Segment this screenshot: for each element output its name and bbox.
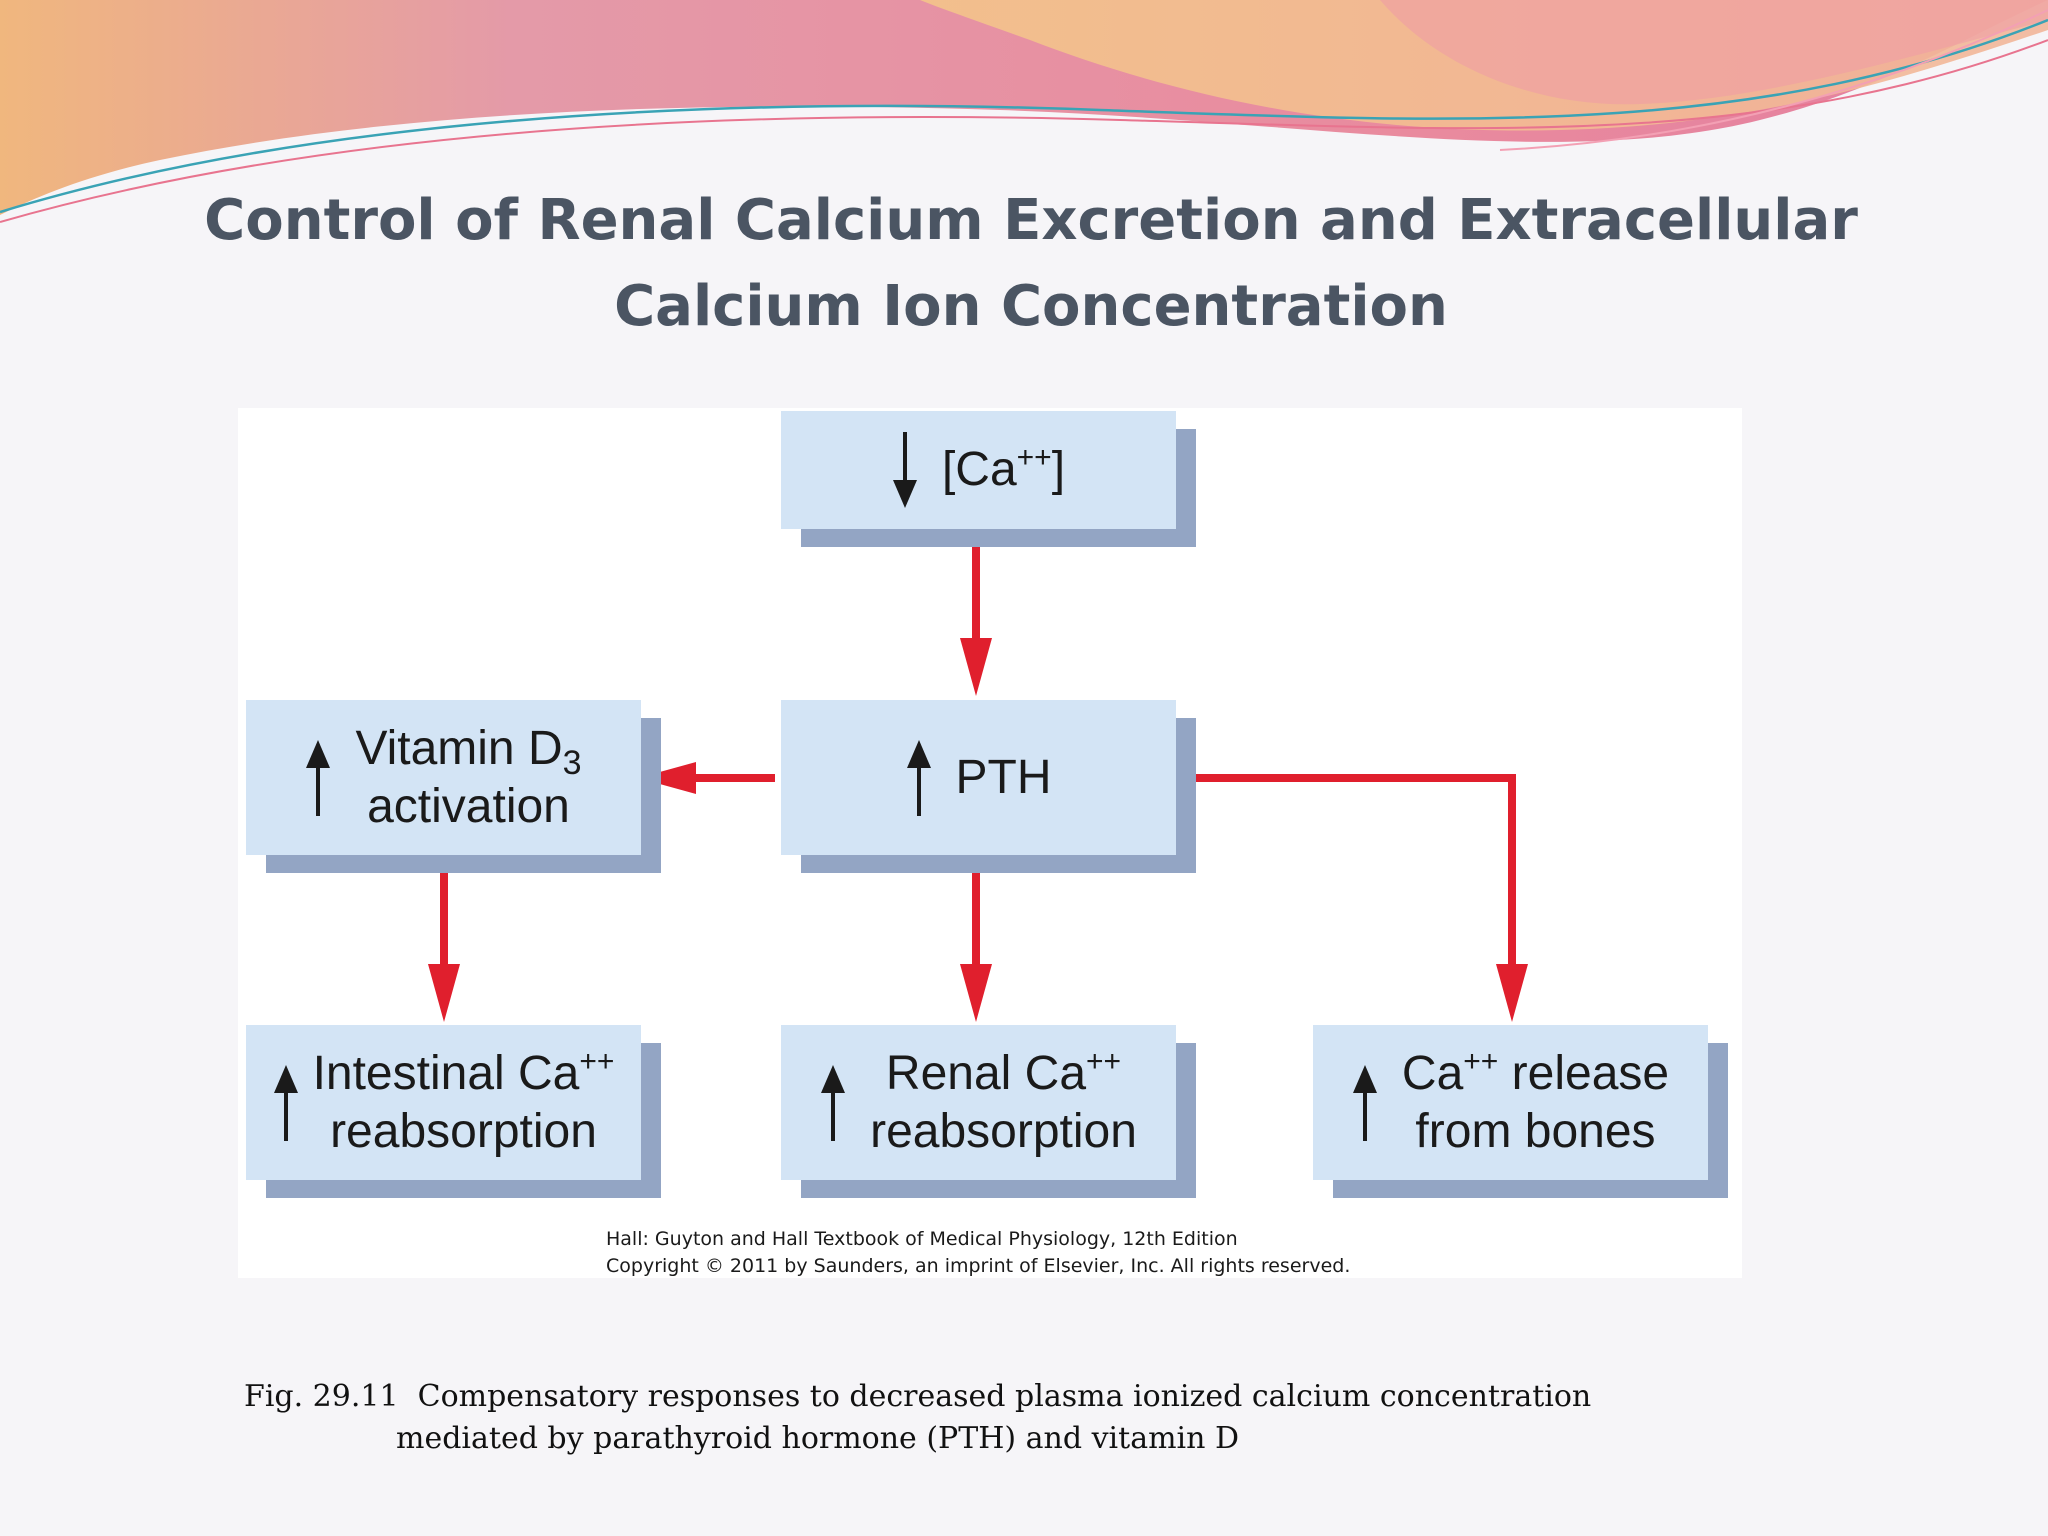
up-arrow-icon (273, 1064, 298, 1141)
edge-pth-to-bone-head (1496, 964, 1528, 1022)
header-wave-banner (0, 0, 2048, 223)
edge-pth-to-bone (1178, 774, 1516, 998)
node-intestinal-label: Intestinal Ca++reabsorption (312, 1044, 615, 1158)
credit-line-2: Copyright © 2011 by Saunders, an imprint… (606, 1255, 1351, 1277)
down-arrow-icon (892, 432, 917, 508)
node-pth: PTH (781, 700, 1176, 855)
node-renal-label: Renal Ca++reabsorption (870, 1044, 1137, 1158)
node-calcium-label: [Ca++] (941, 441, 1066, 497)
figure-caption: Fig. 29.11 Compensatory responses to dec… (244, 1376, 1591, 1460)
diagram-arrows (428, 530, 1528, 1022)
node-intestinal-reabsorption: Intestinal Ca++reabsorption (246, 1025, 641, 1180)
up-arrow-icon (906, 739, 931, 816)
credit-line-1: Hall: Guyton and Hall Textbook of Medica… (606, 1228, 1238, 1250)
node-calcium-decrease: [Ca++] (781, 411, 1176, 529)
edge-vitamin-d3-to-intestinal-head (428, 964, 460, 1022)
node-renal-reabsorption: Renal Ca++reabsorption (781, 1025, 1176, 1180)
edge-pth-to-vitamin-d3-head (638, 762, 696, 794)
up-arrow-icon (306, 739, 331, 816)
up-arrow-icon (1352, 1064, 1377, 1141)
node-pth-label: PTH (955, 750, 1052, 804)
caption-line-1: Fig. 29.11 Compensatory responses to dec… (244, 1379, 1592, 1414)
edge-pth-to-renal-head (960, 964, 992, 1022)
caption-line-2: mediated by parathyroid hormone (PTH) an… (396, 1421, 1240, 1456)
slide-title: Control of Renal Calcium Excretion and E… (204, 188, 1858, 339)
edge-ca-to-pth-head (960, 638, 992, 696)
figure-credit: Hall: Guyton and Hall Textbook of Medica… (606, 1226, 1350, 1280)
up-arrow-icon (821, 1064, 846, 1141)
